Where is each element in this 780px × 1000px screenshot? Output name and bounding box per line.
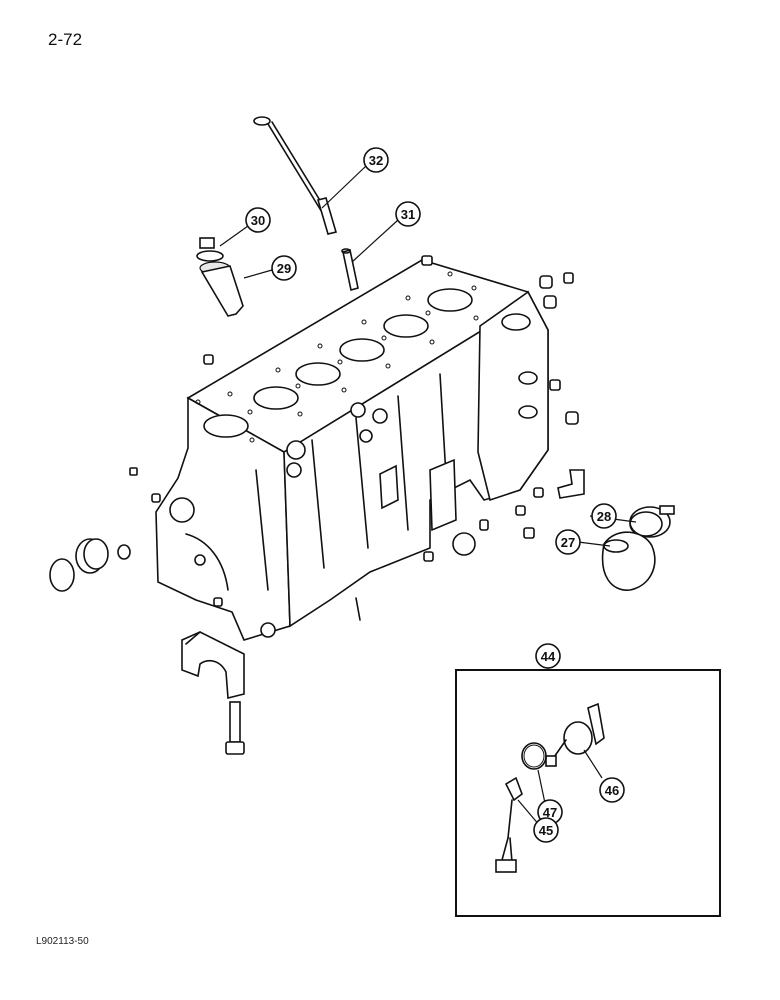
inset-o-ring xyxy=(521,742,547,770)
dipstick-tube xyxy=(341,248,359,292)
callout-31: 31 xyxy=(395,201,421,227)
engine-block xyxy=(155,259,549,641)
footer-drawing-code: L902113-50 xyxy=(36,936,89,947)
callout-47: 47 xyxy=(537,799,563,825)
callout-47-label: 47 xyxy=(543,805,557,820)
callout-29: 29 xyxy=(271,255,297,281)
callout-27: 27 xyxy=(555,529,581,555)
callout-46: 46 xyxy=(599,777,625,803)
callout-44-label: 44 xyxy=(541,649,556,664)
elbow-tube xyxy=(557,469,585,499)
callout-30-label: 30 xyxy=(251,213,265,228)
callout-45-label: 45 xyxy=(539,823,553,838)
callout-32-label: 32 xyxy=(369,153,383,168)
hose-clamp xyxy=(629,505,675,538)
callout-32: 32 xyxy=(363,147,389,173)
deck-bolt-holes xyxy=(195,271,479,443)
inset-heater-element xyxy=(545,702,605,767)
inset-box xyxy=(455,669,721,917)
oil-filler-cap xyxy=(196,237,224,262)
callout-30: 30 xyxy=(245,207,271,233)
breather-tube xyxy=(199,261,244,317)
callout-45: 45 xyxy=(533,817,559,843)
callout-27-label: 27 xyxy=(561,535,575,550)
plugs-and-dowels xyxy=(129,255,579,621)
callout-46-label: 46 xyxy=(605,783,619,798)
callout-29-label: 29 xyxy=(277,261,291,276)
front-seal-rings xyxy=(49,532,476,592)
callout-31-label: 31 xyxy=(401,207,415,222)
hose xyxy=(601,531,656,591)
main-bearing-cap xyxy=(181,631,245,700)
main-bearing-bolt xyxy=(225,701,245,755)
callout-28: 28 xyxy=(591,503,617,529)
callout-44: 44 xyxy=(535,643,561,669)
page-number: 2-72 xyxy=(48,30,83,49)
callout-28-label: 28 xyxy=(597,509,611,524)
inset-wiring-harness xyxy=(495,776,523,873)
